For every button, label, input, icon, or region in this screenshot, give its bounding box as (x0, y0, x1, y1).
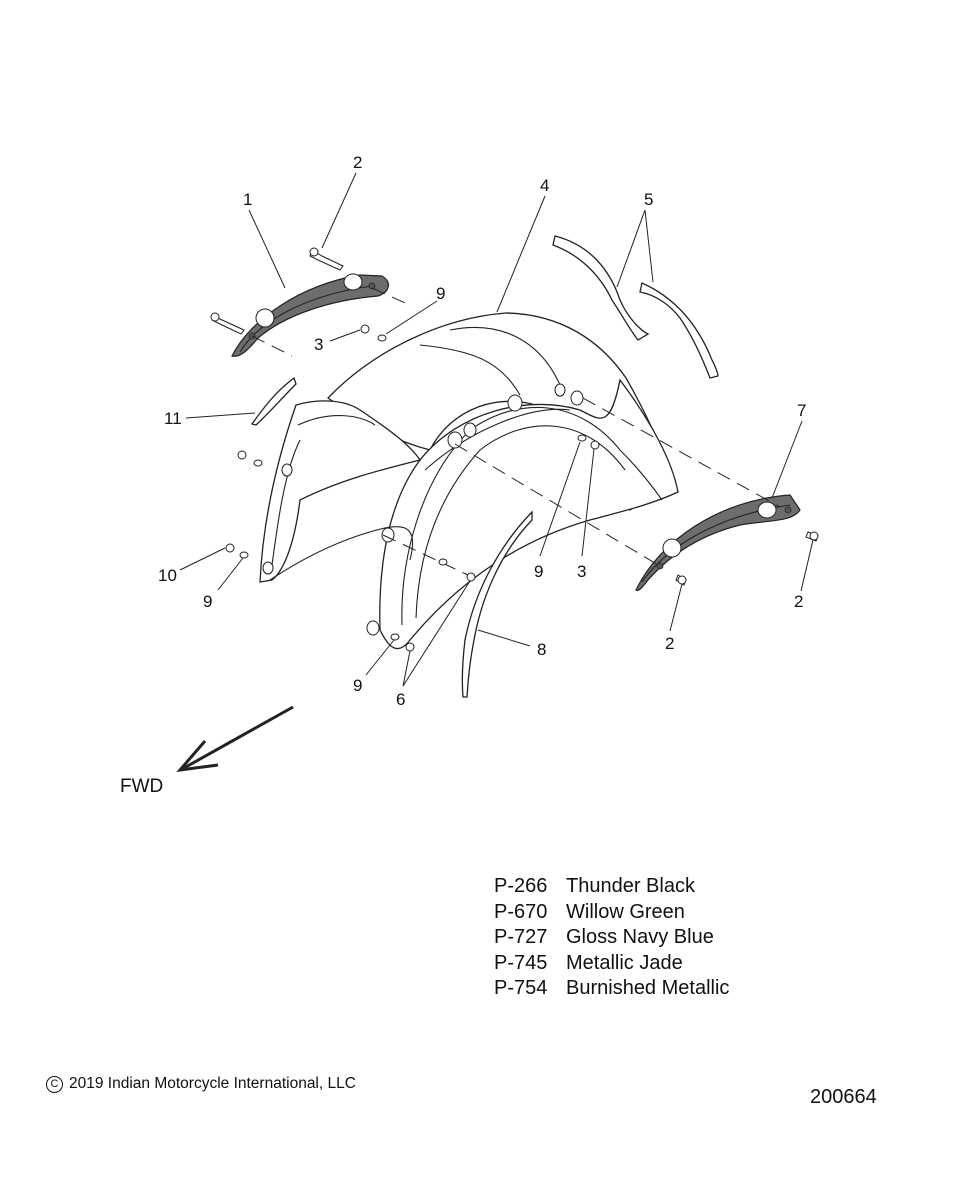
color-name: Willow Green (566, 900, 685, 923)
copyright-icon: C (46, 1076, 63, 1093)
fwd-label: FWD (120, 776, 163, 797)
color-name: Thunder Black (566, 875, 695, 897)
callout-4: 4 (540, 176, 549, 195)
callout-7: 7 (797, 401, 806, 420)
trim-hole (662, 538, 682, 558)
color-code: P-266 (494, 875, 548, 897)
nut-6-lower (405, 642, 415, 652)
copyright-notice: C 2019 Indian Motorcycle International, L… (46, 1075, 356, 1093)
leader-lines (179, 172, 814, 687)
color-name: Gloss Navy Blue (566, 926, 714, 949)
hardware (210, 247, 819, 652)
callout-5: 5 (644, 190, 653, 209)
trim-hole (343, 273, 363, 291)
nut-6-upper (466, 572, 476, 582)
callout-9-mid: 9 (534, 562, 543, 581)
color-name: Burnished Metallic (566, 977, 730, 1000)
callout-9-top: 9 (436, 284, 445, 303)
washer-9-top (377, 334, 387, 342)
washer-left-upper (253, 459, 263, 467)
washer-9-mid (577, 434, 587, 442)
color-row: P-754 Burnished Metallic (494, 976, 729, 1002)
callout-2-right: 2 (794, 592, 803, 611)
callout-2-bottom: 2 (665, 634, 674, 653)
callout-labels: 1 2 4 5 9 3 11 7 10 9 9 3 2 2 8 9 6 (158, 153, 806, 709)
color-row: P-266 Thunder Black (494, 874, 729, 900)
screw-2-bottom (675, 574, 687, 586)
color-code: P-727 (494, 926, 548, 949)
color-code: P-745 (494, 951, 548, 974)
washer-lower-mid (438, 558, 448, 566)
forward-arrow: FWD (120, 705, 294, 797)
washer-9-left (239, 551, 249, 559)
callout-8: 8 (537, 640, 546, 659)
fender-hole (570, 390, 584, 406)
callout-2-top: 2 (353, 153, 362, 172)
color-name: Metallic Jade (566, 951, 683, 974)
callout-10: 10 (158, 566, 177, 585)
fender-trim-part-7 (635, 494, 801, 592)
callout-9-bottom: 9 (353, 676, 362, 695)
fender-hole (447, 431, 463, 449)
fender-hole (281, 463, 293, 477)
color-code: P-754 (494, 977, 548, 1000)
washer-9-bottom (390, 633, 400, 641)
nut-3-top (360, 324, 370, 334)
trim-strip-part-11 (250, 376, 297, 426)
color-row: P-670 Willow Green (494, 900, 729, 926)
screw-2-right (805, 531, 819, 542)
screw-2-top (309, 247, 344, 271)
color-code: P-670 (494, 900, 548, 923)
screw-trim-1 (210, 312, 245, 335)
copyright-text: 2019 Indian Motorcycle International, LL… (69, 1075, 356, 1092)
nut-left-upper (237, 450, 247, 460)
trim-strip-part-8 (461, 510, 533, 698)
trim-hole (255, 308, 275, 328)
callout-3-top: 3 (314, 335, 323, 354)
color-row: P-745 Metallic Jade (494, 951, 729, 977)
fender-hole (507, 394, 523, 412)
trim-stud (784, 506, 792, 514)
fender-hole (366, 620, 380, 636)
diagram-number: 200664 (810, 1086, 877, 1108)
nut-3-right (590, 440, 600, 450)
trim-stud (368, 282, 376, 290)
rear-fender-part-4 (259, 312, 679, 649)
fender-trim-part-1 (231, 273, 389, 357)
nut-10 (225, 543, 235, 553)
callout-3-right: 3 (577, 562, 586, 581)
callout-11: 11 (164, 409, 182, 428)
fender-hole (262, 561, 274, 575)
trim-stud (656, 562, 664, 570)
fender-hole (554, 383, 566, 397)
fender-hole (463, 422, 477, 438)
trim-strips-part-5 (552, 235, 719, 379)
color-row: P-727 Gloss Navy Blue (494, 925, 729, 951)
callout-6: 6 (396, 690, 405, 709)
callout-9-left: 9 (203, 592, 212, 611)
trim-hole (757, 501, 777, 519)
callout-1: 1 (243, 190, 252, 209)
